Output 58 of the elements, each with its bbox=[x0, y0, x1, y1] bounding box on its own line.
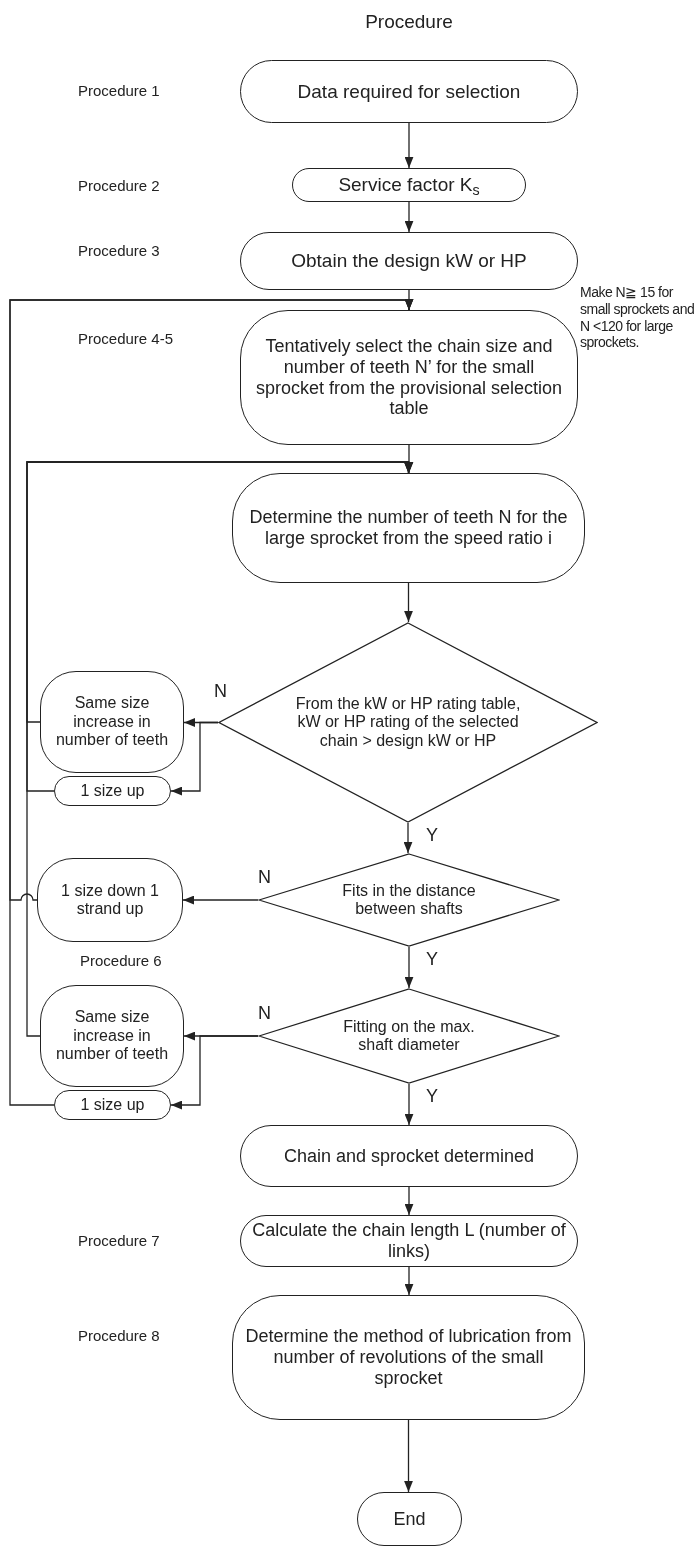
procedure-label: Procedure 8 bbox=[78, 1326, 160, 1346]
node-text: Same size increase in number of teeth bbox=[54, 694, 170, 750]
procedure-label: Procedure 7 bbox=[78, 1231, 160, 1251]
node-text: Same size increase in number of teeth bbox=[54, 1008, 170, 1064]
node-text: Service factor K$_{s}$ bbox=[338, 174, 480, 196]
process-box bbox=[37, 858, 183, 942]
side-note: Make N≧ 15 for small sprockets and N <120 for large sprockets. bbox=[580, 284, 695, 352]
node-text: From the kW or HP rating table, kW or HP rating of the selected chain > design kW or HP bbox=[294, 694, 522, 751]
node-text: Fitting on the max. shaft diameter bbox=[342, 1017, 476, 1055]
edge-label: Y bbox=[424, 1087, 440, 1105]
node-text: Fits in the distance between shafts bbox=[341, 881, 477, 919]
procedure-label: Procedure 4-5 bbox=[78, 329, 174, 349]
arrow bbox=[404, 122, 414, 169]
arrow bbox=[170, 1035, 259, 1110]
node-text: Determine the method of lubrication from number of revolutions of the small sprocket bbox=[244, 1326, 573, 1389]
procedure-label: Procedure 6 bbox=[80, 951, 162, 971]
arrow bbox=[403, 822, 413, 854]
node-text: Calculate the chain length L (number of links) bbox=[251, 1220, 567, 1262]
process-box bbox=[357, 1492, 462, 1546]
edge-label: Y bbox=[424, 950, 440, 968]
node-text: 1 size up bbox=[80, 1095, 145, 1115]
diagram-title: Procedure bbox=[364, 10, 454, 34]
process-box bbox=[232, 1295, 585, 1420]
node-text: Determine the number of teeth N for the large sprocket from the speed ratio i bbox=[248, 507, 569, 549]
arrow bbox=[404, 1186, 414, 1216]
procedure-label: Procedure 3 bbox=[78, 241, 160, 261]
arrow bbox=[404, 1266, 414, 1296]
arrow bbox=[404, 1083, 414, 1126]
arrow bbox=[404, 1419, 413, 1493]
process-box bbox=[292, 168, 526, 202]
process-box bbox=[240, 310, 578, 445]
decision-diamond bbox=[258, 853, 560, 947]
edge-label: N bbox=[256, 868, 273, 886]
node-text: 1 size up bbox=[80, 781, 145, 801]
arrow bbox=[404, 582, 413, 623]
node-text: Tentatively select the chain size and number of teeth N’ for the small sprocket from the provisional selection table bbox=[254, 336, 564, 419]
node-text: Obtain the design kW or HP bbox=[291, 250, 527, 272]
edge-label: N bbox=[212, 682, 229, 700]
arrow bbox=[182, 895, 259, 905]
decision-diamond bbox=[258, 988, 560, 1084]
process-box bbox=[40, 985, 184, 1087]
edge-label: Y bbox=[424, 826, 440, 844]
edge-label: N bbox=[256, 1004, 273, 1022]
arrow bbox=[9, 299, 414, 1106]
node-text: End bbox=[393, 1508, 426, 1530]
node-text: Chain and sprocket determined bbox=[283, 1145, 535, 1167]
process-box bbox=[54, 1090, 171, 1120]
arrow bbox=[404, 201, 414, 233]
procedure-label: Procedure 1 bbox=[78, 81, 160, 101]
node-text: Data required for selection bbox=[297, 80, 521, 103]
process-box bbox=[40, 671, 184, 773]
process-box bbox=[54, 776, 171, 806]
procedure-label: Procedure 2 bbox=[78, 176, 160, 196]
node-text: 1 size down 1 strand up bbox=[60, 881, 160, 919]
process-box bbox=[240, 1215, 578, 1267]
arrow bbox=[26, 461, 413, 1037]
arrow bbox=[404, 946, 414, 989]
arrow bbox=[170, 721, 219, 796]
